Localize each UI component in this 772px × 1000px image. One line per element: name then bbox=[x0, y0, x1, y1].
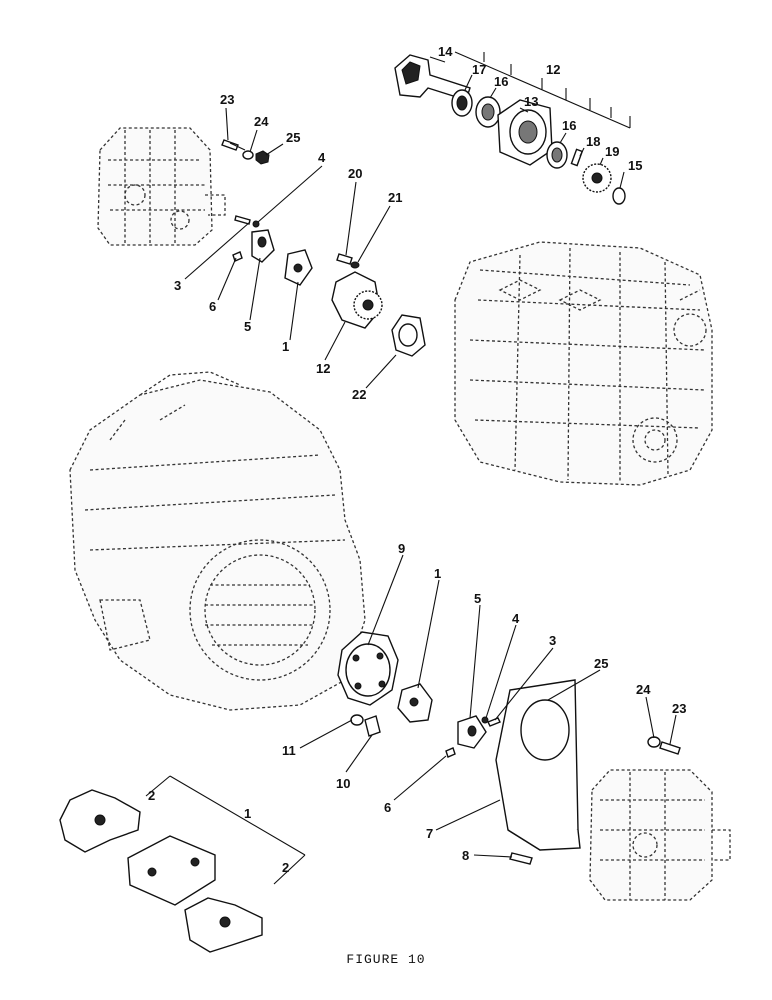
callout-5: 5 bbox=[244, 319, 251, 334]
callout-18: 18 bbox=[586, 134, 600, 149]
callout-25: 25 bbox=[286, 130, 300, 145]
callout-21: 21 bbox=[388, 190, 402, 205]
callout-13: 13 bbox=[524, 94, 538, 109]
callout-1: 1 bbox=[244, 806, 251, 821]
leader-lines bbox=[184, 56, 677, 858]
u-joint-kit-bracket bbox=[145, 775, 306, 885]
callout-4: 4 bbox=[512, 611, 520, 626]
coupling-assembly-parts bbox=[337, 631, 681, 865]
engine-outline-large bbox=[69, 371, 366, 711]
callout-5: 5 bbox=[474, 591, 481, 606]
callout-2: 2 bbox=[148, 788, 155, 803]
callout-20: 20 bbox=[348, 166, 362, 181]
callout-1: 1 bbox=[282, 339, 289, 354]
callout-25: 25 bbox=[594, 656, 608, 671]
hydraulic-pump-outline-top bbox=[97, 127, 226, 246]
shaft-kit-parts bbox=[394, 54, 626, 205]
callout-6: 6 bbox=[384, 800, 391, 815]
callout-8: 8 bbox=[462, 848, 469, 863]
callout-labels: 14 17 16 12 13 16 18 19 15 23 24 25 4 20… bbox=[148, 44, 686, 875]
callout-17: 17 bbox=[472, 62, 486, 77]
callout-3: 3 bbox=[174, 278, 181, 293]
callout-15: 15 bbox=[628, 158, 642, 173]
callout-11: 11 bbox=[282, 743, 296, 758]
callout-6: 6 bbox=[209, 299, 216, 314]
callout-12: 12 bbox=[316, 361, 330, 376]
callout-22: 22 bbox=[352, 387, 366, 402]
callout-1: 1 bbox=[434, 566, 441, 581]
callout-23: 23 bbox=[672, 701, 686, 716]
top-assembly-parts bbox=[221, 139, 426, 357]
kit-bracket-line bbox=[454, 51, 631, 129]
callout-12: 12 bbox=[546, 62, 560, 77]
callout-24: 24 bbox=[636, 682, 651, 697]
callout-19: 19 bbox=[605, 144, 619, 159]
callout-4: 4 bbox=[318, 150, 326, 165]
callout-2: 2 bbox=[282, 860, 289, 875]
callout-23: 23 bbox=[220, 92, 234, 107]
callout-3: 3 bbox=[549, 633, 556, 648]
callout-16: 16 bbox=[562, 118, 576, 133]
callout-7: 7 bbox=[426, 826, 433, 841]
callout-14: 14 bbox=[438, 44, 453, 59]
engine-outline-right bbox=[454, 241, 713, 486]
u-joint-kit-parts bbox=[59, 789, 263, 953]
callout-24: 24 bbox=[254, 114, 269, 129]
hydraulic-pump-outline-bottom bbox=[589, 769, 731, 901]
figure-caption: FIGURE 10 bbox=[346, 952, 426, 967]
callout-16: 16 bbox=[494, 74, 508, 89]
callout-10: 10 bbox=[336, 776, 350, 791]
callout-9: 9 bbox=[398, 541, 405, 556]
